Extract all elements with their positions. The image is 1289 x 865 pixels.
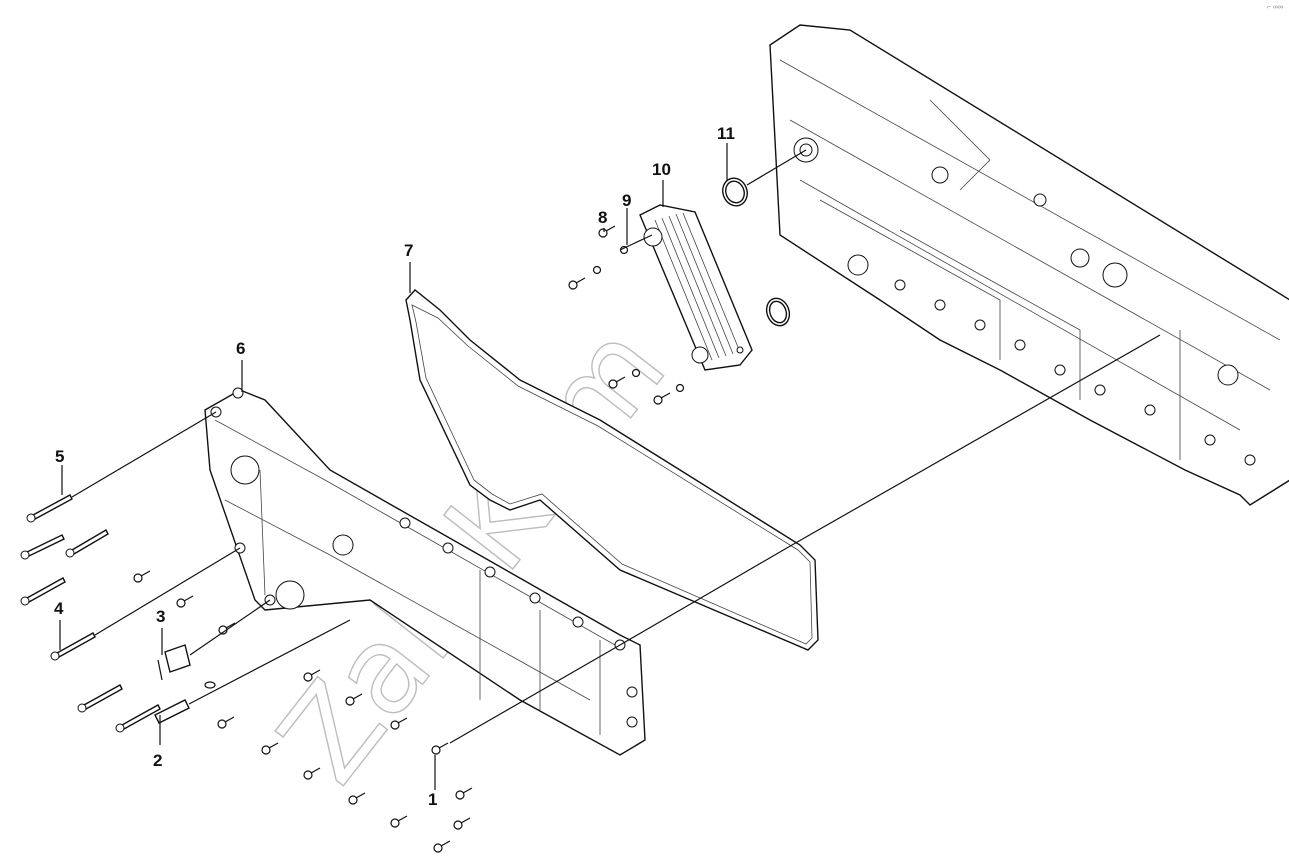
callout-labels: 1 2 3 4 5 6 7 8 9 10 11 (54, 124, 735, 809)
callout-5: 5 (55, 447, 64, 466)
short-bolts (133, 225, 671, 853)
valve-cover (204, 387, 646, 756)
callout-10: 10 (652, 160, 671, 179)
callout-7: 7 (404, 241, 413, 260)
oil-cooler (639, 204, 753, 371)
o-ring-11 (722, 177, 748, 207)
dowel-pin (154, 699, 190, 724)
callout-3: 3 (156, 607, 165, 626)
callout-4: 4 (54, 599, 64, 618)
corner-mark: ⌐ ∞∞ (1266, 4, 1283, 11)
callout-11: 11 (717, 124, 735, 143)
gasket (405, 289, 819, 651)
sensor (157, 644, 191, 681)
leader-lines (59, 143, 1161, 790)
callout-1: 1 (428, 790, 437, 809)
callout-6: 6 (236, 339, 245, 358)
o-ring-lower (765, 297, 791, 327)
callout-8: 8 (598, 208, 607, 227)
callout-2: 2 (153, 751, 162, 770)
callout-9: 9 (622, 191, 631, 210)
engine-block (769, 24, 1289, 506)
washers (204, 245, 685, 689)
long-bolts (20, 494, 161, 733)
